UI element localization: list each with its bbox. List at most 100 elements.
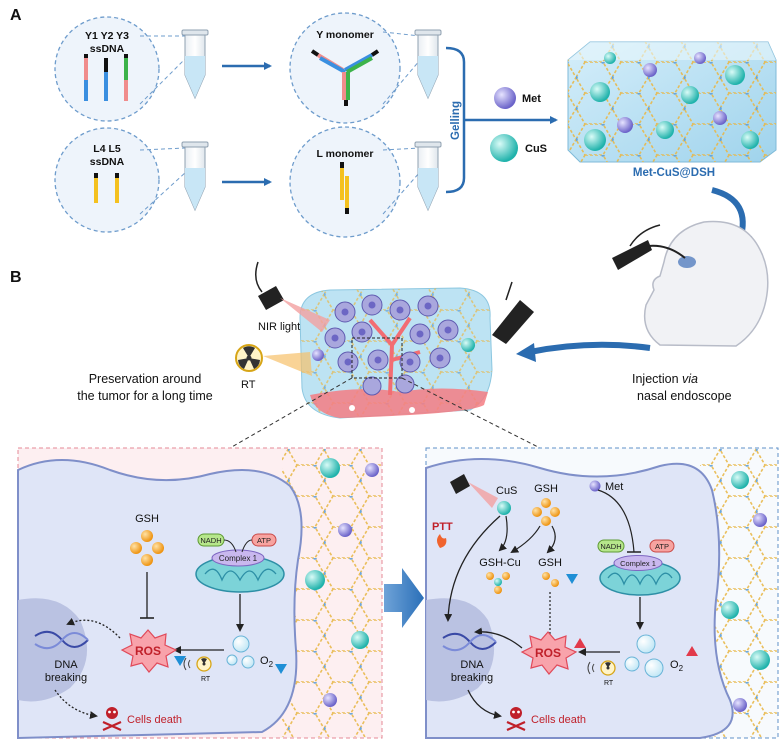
left-complex-label: Complex 1 [219, 554, 258, 563]
left-arrow-dna-death [54, 689, 98, 720]
right-atp-pill [649, 539, 675, 553]
hydrogel-label: Met-CuS@DSH [633, 167, 715, 179]
y-ssdna-label: ssDNA [90, 43, 125, 55]
met-sphere-icon [494, 87, 516, 109]
preservation-label-1: Preservation around [89, 372, 202, 386]
right-o2-label: O2 [670, 659, 684, 673]
right-rt-icon [587, 660, 616, 676]
left-o2-bubbles-icon [226, 635, 255, 669]
left-rt-icon [183, 656, 212, 672]
right-gsh2-label: GSH [538, 557, 562, 569]
l-monomer-label: L monomer [317, 148, 374, 160]
tube-4-icon [414, 141, 442, 212]
right-arrow-dna-death [467, 689, 502, 719]
y-strands-label: Y1 Y2 Y3 [85, 30, 129, 42]
injection-label: Injection via [632, 372, 698, 386]
y-monomer-icon [310, 49, 380, 106]
panel-a-label: A [10, 7, 22, 24]
cus-sphere-icon [490, 134, 518, 162]
met-label: Met [522, 93, 541, 105]
right-cell-panel [425, 447, 779, 739]
hydrogel-block-icon [567, 41, 777, 163]
right-arrow-cus-dna [444, 515, 501, 622]
nasal-endoscope-label: nasal endoscope [637, 389, 732, 403]
right-cus-sphere-icon [497, 501, 511, 515]
right-dna-icon [442, 632, 497, 652]
left-o2-down-arrow [275, 664, 287, 674]
right-gsh2-cluster-icon [542, 572, 559, 587]
right-dna-label-1: DNA [460, 659, 484, 671]
right-o2-up-arrow [686, 646, 698, 656]
endoscope-icon [612, 224, 686, 270]
right-gsh-cu-complex-icon [486, 572, 510, 594]
arrow-to-tumor [529, 341, 651, 355]
nir-laser-icon [255, 261, 330, 332]
right-atp-label: ATP [655, 542, 669, 551]
syringe-tip-icon [492, 281, 534, 344]
right-complex-label: Complex 1 [620, 559, 656, 568]
left-cell-panel [17, 447, 383, 740]
left-ros-label: ROS [135, 644, 161, 658]
l-ssdna-circle: L4 L5 ssDNA [54, 127, 160, 233]
rt-label: RT [241, 379, 256, 391]
l-monomer-circle: L monomer [289, 126, 401, 238]
right-skull-icon [506, 707, 526, 732]
right-death-label: Cells death [531, 714, 586, 726]
left-ros-burst-icon [120, 629, 178, 673]
left-gsh-label: GSH [135, 513, 159, 525]
l-strands-icon [94, 173, 119, 203]
panel-b-label: B [10, 269, 22, 286]
right-arrow-ros-dna [474, 627, 523, 649]
preservation-label-2: the tumor for a long time [77, 389, 213, 403]
right-mitochondria-icon [599, 555, 681, 596]
transition-arrow [384, 568, 424, 628]
left-death-label: Cells death [127, 714, 182, 726]
left-gsh-cluster-icon [130, 530, 164, 566]
right-met-sphere-icon [589, 480, 601, 492]
l-strands-label: L4 L5 [93, 143, 121, 155]
left-dna-label-1: DNA [54, 659, 78, 671]
radiation-icon [235, 344, 312, 376]
y-strands-icon [84, 54, 128, 101]
right-cus-label: CuS [496, 485, 517, 497]
right-gsh-label: GSH [534, 483, 558, 495]
right-ros-up-arrow [574, 638, 586, 648]
patient-head-icon [643, 220, 769, 347]
left-ros-down-arrow [174, 656, 186, 666]
y-monomer-circle: Y monomer [289, 12, 401, 124]
right-flame-icon [437, 534, 447, 548]
l-monomer-icon [340, 162, 349, 214]
right-nadh-pill [597, 539, 625, 553]
right-nadh-label: NADH [600, 542, 621, 551]
left-dna-label-2: breaking [45, 672, 87, 684]
right-ros-burst-icon [520, 631, 578, 675]
l-ssdna-label: ssDNA [90, 156, 125, 168]
tube-3-icon [181, 141, 209, 212]
tube-2-icon [414, 29, 442, 100]
cus-label: CuS [525, 143, 547, 155]
tumor-tissue [299, 287, 493, 419]
right-rt-label: RT [604, 680, 614, 687]
right-dna-label-2: breaking [451, 672, 493, 684]
y-monomer-label: Y monomer [316, 29, 374, 41]
right-gsh-down-arrow [566, 574, 578, 584]
right-ptt-label: PTT [432, 521, 453, 533]
left-arrow-ros-dna [66, 617, 121, 639]
tube-1-icon [181, 29, 209, 100]
right-met-label: Met [605, 481, 623, 493]
zoom-guide-lines [229, 377, 541, 449]
nir-light-label: NIR light [258, 321, 300, 333]
right-ros-label: ROS [535, 646, 561, 660]
left-o2-label: O2 [260, 655, 274, 669]
gelling-label: Gelling [450, 101, 462, 140]
left-rt-label: RT [201, 676, 211, 683]
right-o2-bubbles-icon [624, 634, 664, 678]
right-laser-icon [450, 474, 498, 508]
right-met-inhibit-line [597, 489, 635, 553]
y-ssdna-circle: Y1 Y2 Y3 ssDNA [54, 16, 160, 122]
left-atp-label: ATP [257, 536, 271, 545]
left-skull-icon [102, 707, 122, 732]
left-dna-icon [34, 630, 89, 650]
